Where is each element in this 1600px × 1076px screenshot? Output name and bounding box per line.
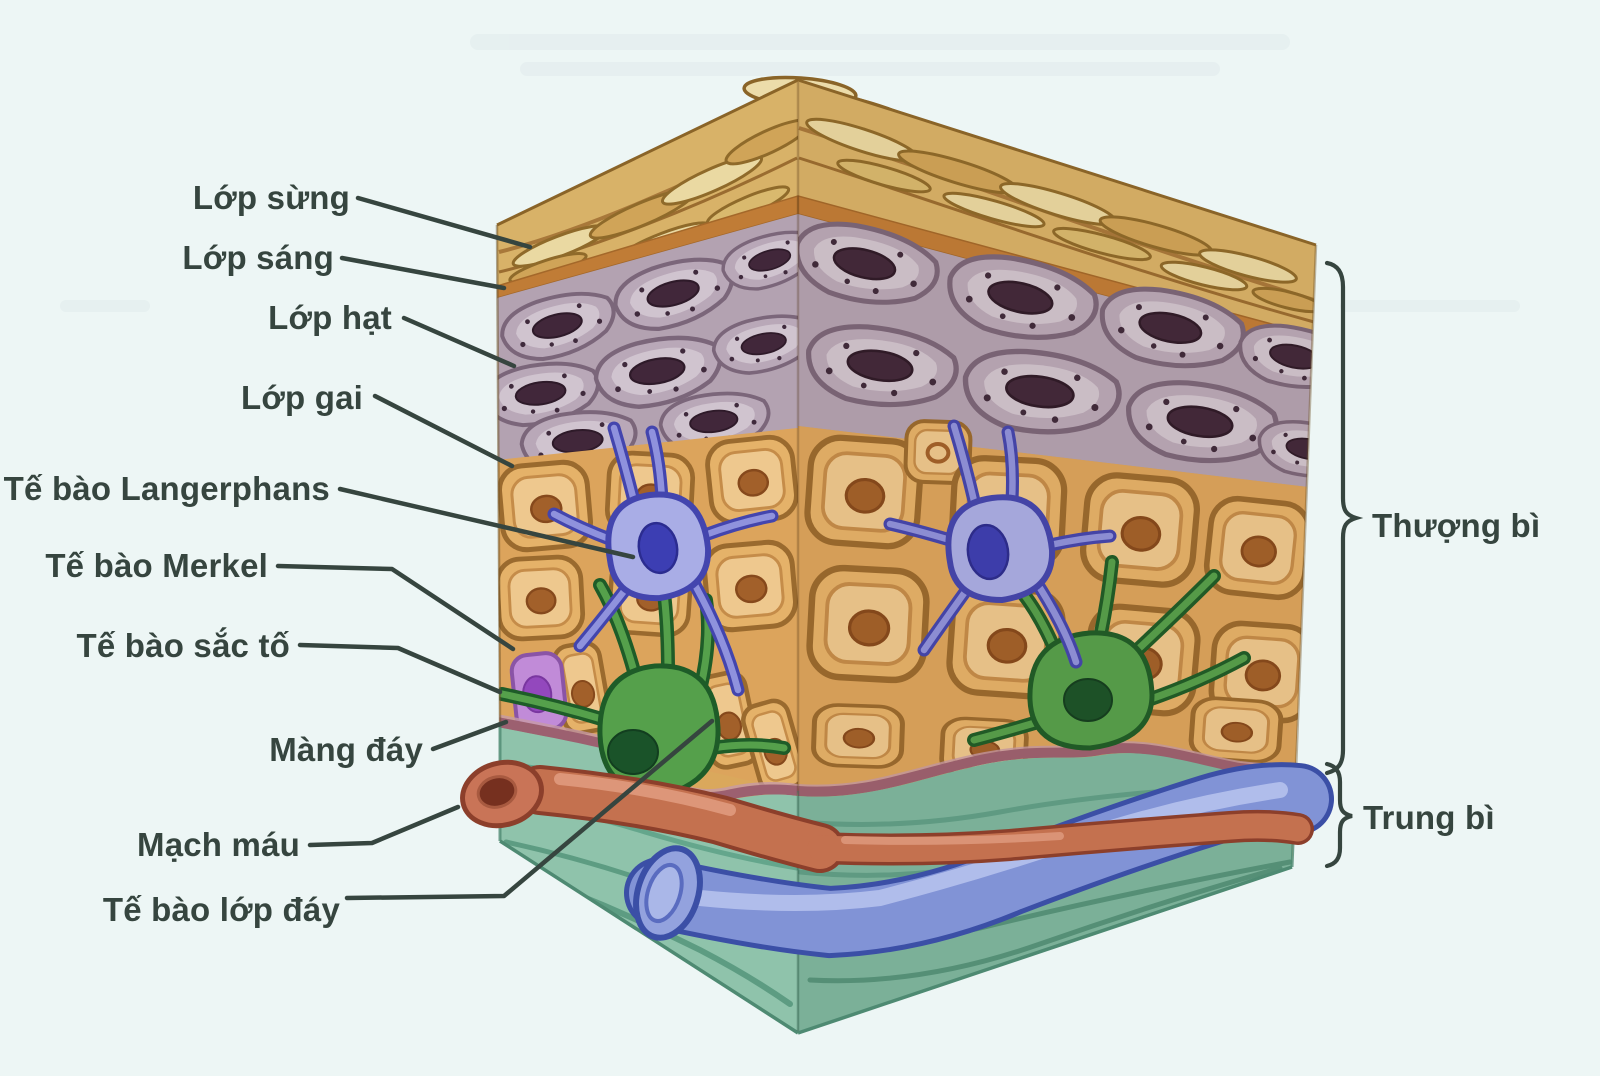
melanocyte-right [967,555,1251,751]
blue-blood-vessel [624,762,1334,959]
red-blood-vessel [460,759,1314,873]
leader-merkel [275,563,516,652]
label-te-bao-lop-day: Tế bào lớp đáy [102,891,340,928]
label-thuong-bi: Thượng bì [1372,507,1541,544]
brace-thuong-bi [1324,260,1364,776]
leader-lines [275,195,715,901]
leader-lop-sung [355,195,533,250]
leader-mang-day [430,719,509,752]
leader-lop-hat [401,315,517,369]
label-te-bao-merkel: Tế bào Merkel [45,547,268,584]
leader-lop-gai [372,393,515,469]
label-trung-bi: Trung bì [1363,799,1495,836]
label-mach-mau: Mạch máu [137,826,300,863]
leader-mach-mau [307,804,461,848]
label-lop-gai: Lớp gai [240,379,363,416]
langerhans-cell-left [547,421,779,697]
leader-sac-to [297,642,503,695]
label-te-bao-sac-to: Tế bào sắc tố [76,627,290,664]
leader-lop-sang [339,255,507,291]
label-mang-day: Màng đáy [269,731,423,768]
page-bleed-texture [60,34,1520,312]
label-lop-hat: Lớp hạt [268,299,392,336]
label-lop-sang: Lớp sáng [182,239,334,276]
brace-trung-bi [1324,761,1353,869]
langerhans-cell-right [883,419,1117,669]
braces [1324,260,1364,869]
leader-langerphans [337,486,636,560]
label-lop-sung: Lớp sừng [192,179,350,216]
label-te-bao-langerphans: Tế bào Langerphans [3,470,330,507]
leader-lop-day [344,718,715,901]
